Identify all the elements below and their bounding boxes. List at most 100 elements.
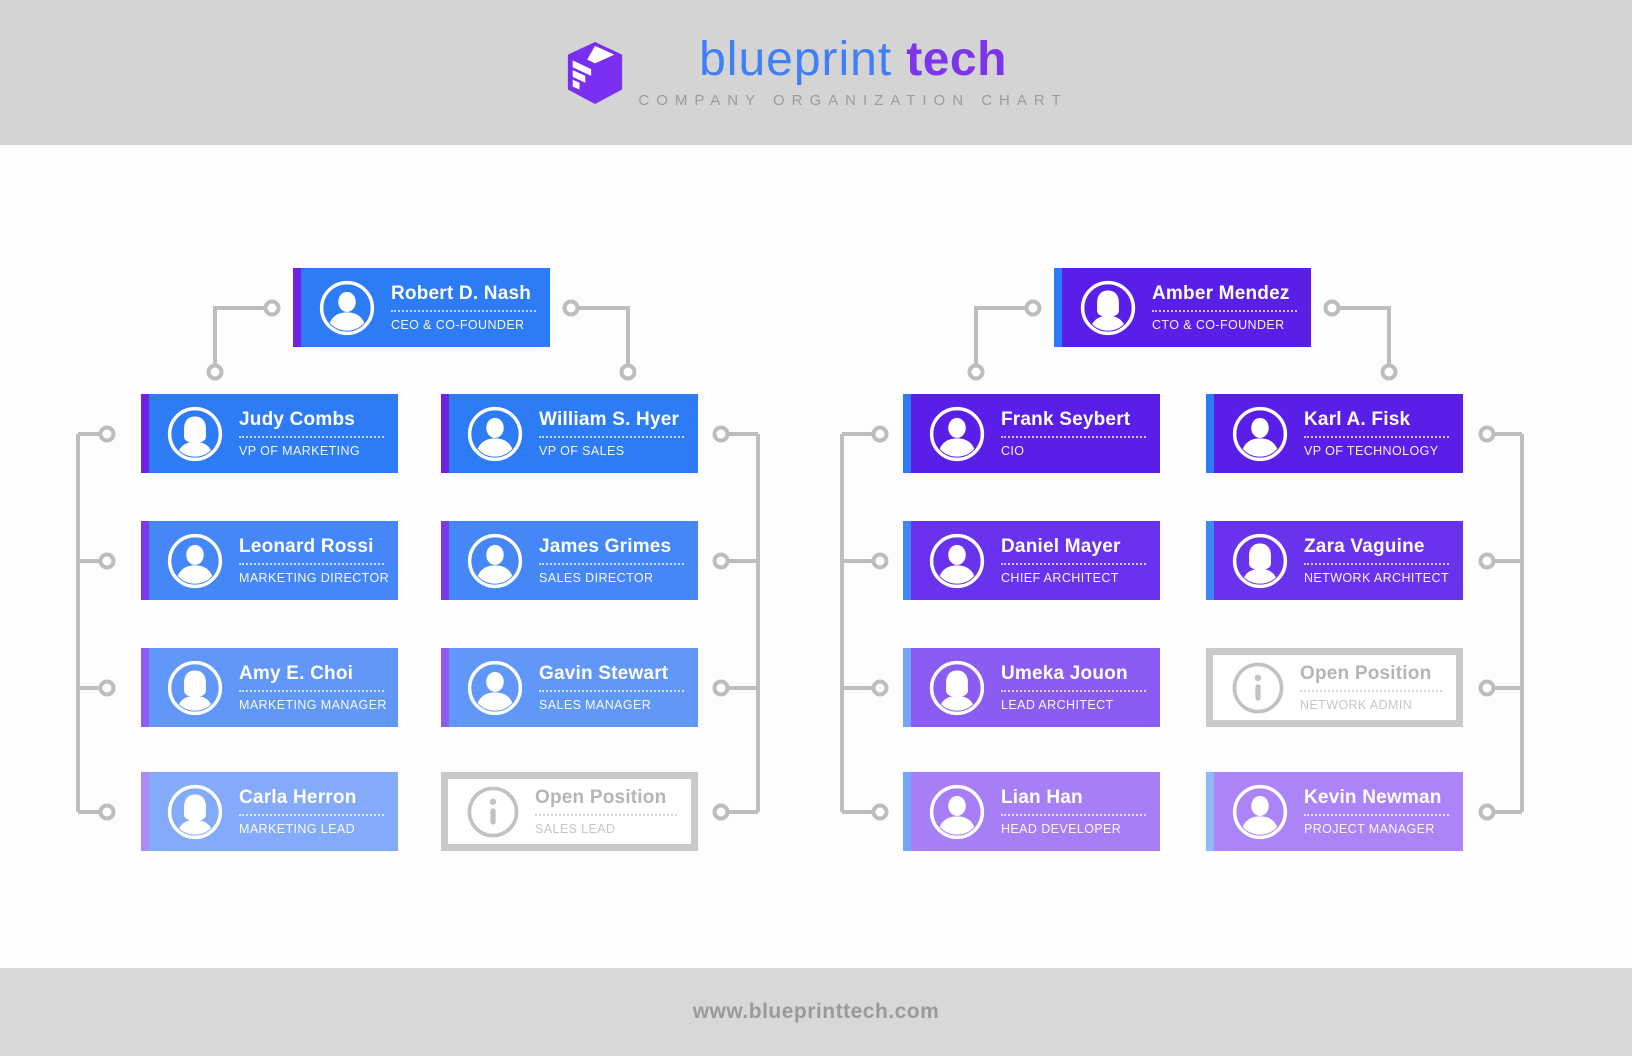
person-name: Robert D. Nash — [391, 283, 532, 304]
person-name: Umeka Jouon — [1001, 663, 1128, 684]
card-accent-bar — [141, 648, 149, 727]
avatar-male-icon — [319, 280, 375, 336]
dotted-divider — [1152, 310, 1297, 312]
dotted-divider — [1300, 690, 1442, 692]
card-accent-bar — [1206, 772, 1214, 851]
person-title: MARKETING MANAGER — [239, 698, 387, 712]
dotted-divider — [239, 814, 384, 816]
person-title: VP OF SALES — [539, 444, 625, 458]
website-url: www.blueprinttech.com — [692, 1000, 940, 1023]
card-accent-bar — [1054, 268, 1062, 347]
person-title: MARKETING LEAD — [239, 822, 356, 836]
person-title: NETWORK ADMIN — [1300, 698, 1413, 712]
avatar-female-icon — [929, 660, 985, 716]
person-name: Lian Han — [1001, 787, 1083, 808]
person-name: Amy E. Choi — [239, 663, 354, 684]
avatar-male-icon — [1232, 784, 1288, 840]
avatar-female-icon — [1232, 533, 1288, 589]
person-title: MARKETING DIRECTOR — [239, 571, 390, 585]
person-title: SALES DIRECTOR — [539, 571, 654, 585]
person-name: James Grimes — [539, 536, 672, 557]
avatar-male-icon — [167, 533, 223, 589]
dotted-divider — [239, 690, 384, 692]
dotted-divider — [539, 563, 684, 565]
dotted-divider — [1001, 563, 1146, 565]
person-name: Daniel Mayer — [1001, 536, 1121, 557]
person-title: CEO & CO-FOUNDER — [391, 318, 525, 332]
person-title: VP OF TECHNOLOGY — [1304, 444, 1439, 458]
avatar-male-icon — [1232, 406, 1288, 462]
card-accent-bar — [903, 772, 911, 851]
dotted-divider — [1001, 814, 1146, 816]
avatar-female-icon — [167, 406, 223, 462]
dotted-divider — [239, 436, 384, 438]
person-name: Kevin Newman — [1304, 787, 1442, 808]
person-title: CIO — [1001, 444, 1025, 458]
person-title: PROJECT MANAGER — [1304, 822, 1435, 836]
card-accent-bar — [141, 772, 149, 851]
person-name: Open Position — [1300, 663, 1432, 684]
avatar-male-icon — [467, 406, 523, 462]
person-name: Carla Herron — [239, 787, 357, 808]
card-accent-bar — [441, 521, 449, 600]
dotted-divider — [1304, 436, 1449, 438]
person-title: LEAD ARCHITECT — [1001, 698, 1114, 712]
page-title: COMPANY ORGANIZATION CHART — [638, 92, 1068, 109]
person-name: Zara Vaguine — [1304, 536, 1425, 557]
dotted-divider — [539, 690, 684, 692]
dotted-divider — [1001, 436, 1146, 438]
avatar-female-icon — [1080, 280, 1136, 336]
card-accent-bar — [141, 394, 149, 473]
dotted-divider — [535, 814, 677, 816]
person-name: Leonard Rossi — [239, 536, 374, 557]
card-accent-bar — [441, 648, 449, 727]
avatar-male-icon — [467, 533, 523, 589]
person-title: VP OF MARKETING — [239, 444, 361, 458]
dotted-divider — [1001, 690, 1146, 692]
person-name: Judy Combs — [239, 409, 356, 430]
dotted-divider — [1304, 563, 1449, 565]
wordmark: blueprint tech — [699, 36, 1007, 84]
person-name: Frank Seybert — [1001, 409, 1131, 430]
person-title: HEAD DEVELOPER — [1001, 822, 1122, 836]
person-name: Amber Mendez — [1152, 283, 1290, 304]
brand-secondary-text: tech — [906, 33, 1007, 86]
blueprint-cube-icon — [568, 41, 623, 104]
org-card: Judy Combs VP OF MARKETING — [141, 394, 398, 473]
avatar-male-icon — [929, 533, 985, 589]
page-header: blueprint tech COMPANY ORGANIZATION CHAR… — [0, 0, 1632, 145]
person-name: Open Position — [535, 787, 667, 808]
page-footer: www.blueprinttech.com — [0, 968, 1632, 1056]
person-name: Gavin Stewart — [539, 663, 669, 684]
card-accent-bar — [293, 268, 301, 347]
avatar-female-icon — [167, 784, 223, 840]
avatar-female-icon — [167, 660, 223, 716]
